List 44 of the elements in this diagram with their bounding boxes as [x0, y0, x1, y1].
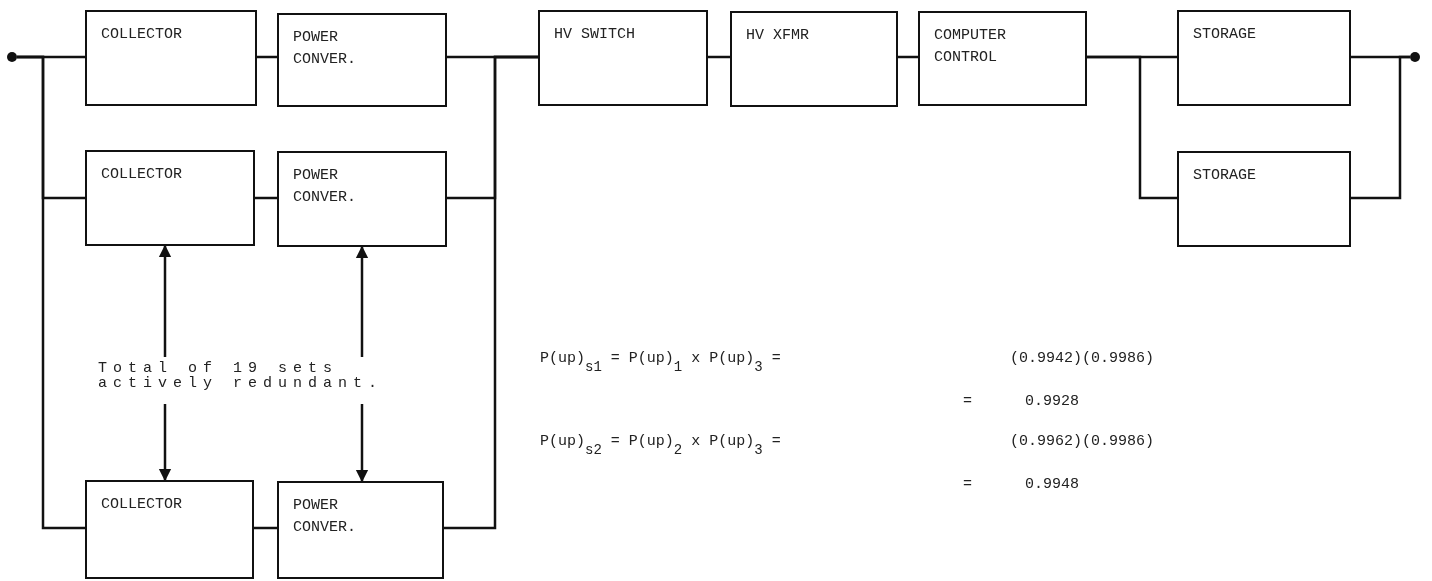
connector-line	[1351, 55, 1410, 200]
connector-line	[444, 55, 538, 530]
connector-line	[257, 55, 277, 59]
connector-line	[708, 55, 730, 59]
block-box	[730, 11, 898, 107]
block-label: COMPUTER CONTROL	[934, 26, 1007, 68]
arrow	[158, 404, 172, 482]
block-label: COLLECTOR	[101, 495, 183, 515]
block-label: HV SWITCH	[554, 25, 636, 45]
value-text: (0.9962)(0.9986)	[1010, 433, 1155, 451]
connector-line	[254, 526, 277, 530]
block-label: STORAGE	[1193, 166, 1257, 186]
block-box	[85, 480, 254, 579]
note-text: Total of 19 sets actively redundant.	[98, 361, 385, 391]
equals-sign: =	[963, 393, 972, 411]
block-box	[1177, 151, 1351, 247]
block-label: POWER CONVER.	[293, 496, 357, 538]
block-label: COLLECTOR	[101, 25, 183, 45]
block-box	[277, 13, 447, 107]
block-box	[277, 481, 444, 579]
value-text: (0.9942)(0.9986)	[1010, 350, 1155, 368]
terminal-dot	[7, 52, 17, 62]
block-label: POWER CONVER.	[293, 28, 357, 70]
arrow	[158, 244, 172, 357]
equals-sign: =	[963, 476, 972, 494]
value-text: 0.9928	[1025, 393, 1079, 411]
block-box	[277, 151, 447, 247]
connector-line	[255, 196, 277, 200]
block-label: HV XFMR	[746, 26, 810, 46]
block-box	[85, 10, 257, 106]
connector-line	[17, 55, 85, 530]
block-box	[85, 150, 255, 246]
arrow	[355, 404, 369, 483]
connector-line	[898, 55, 918, 59]
value-text: 0.9948	[1025, 476, 1079, 494]
terminal-dot	[1410, 52, 1420, 62]
block-label: POWER CONVER.	[293, 166, 357, 208]
connector-line	[1087, 55, 1177, 200]
block-label: STORAGE	[1193, 25, 1257, 45]
block-box	[538, 10, 708, 106]
block-box	[918, 11, 1087, 106]
block-box	[1177, 10, 1351, 106]
arrow	[355, 245, 369, 357]
block-label: COLLECTOR	[101, 165, 183, 185]
